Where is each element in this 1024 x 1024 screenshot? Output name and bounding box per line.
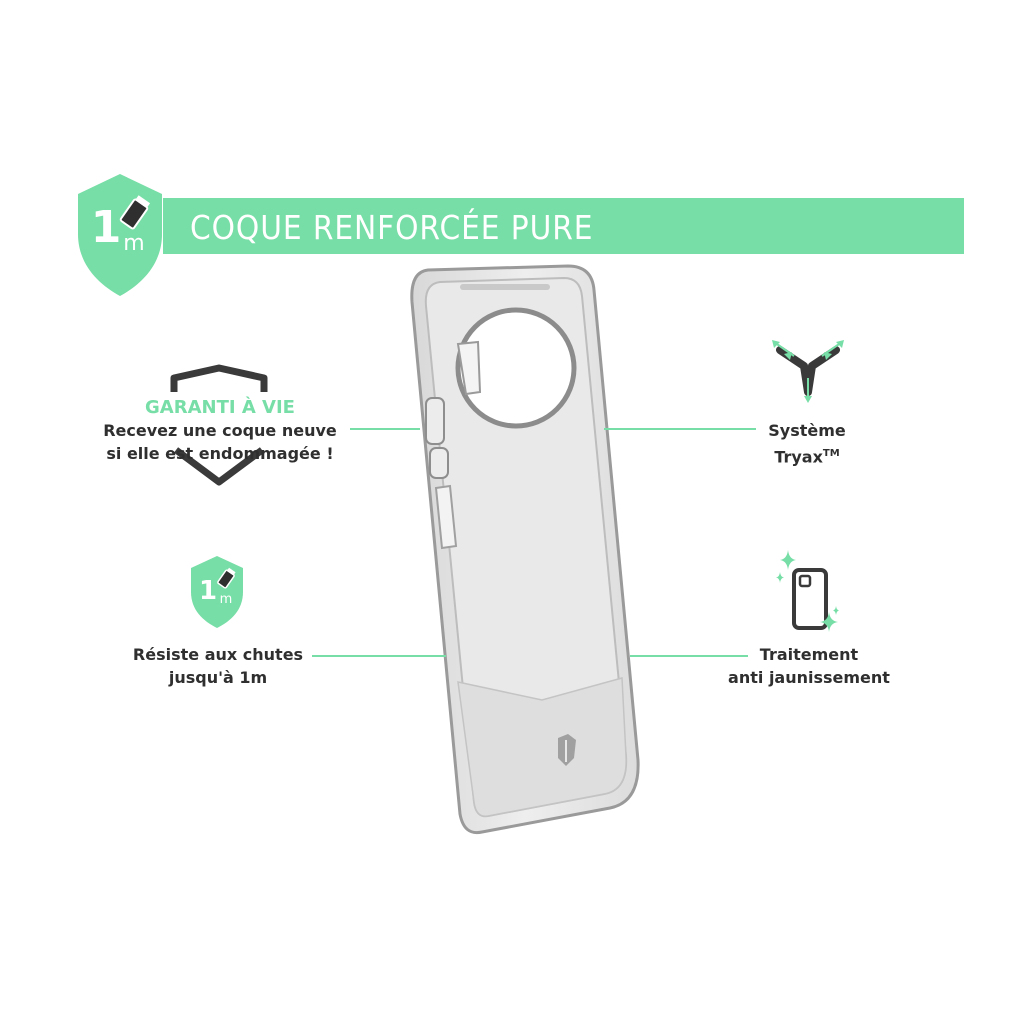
drop-feature: Résiste aux chutes jusqu'à 1m: [118, 643, 318, 689]
yellowing-feature: Traitement anti jaunissement: [718, 643, 900, 689]
connector-guarantee: [350, 428, 420, 430]
guarantee-shield-icon: [170, 364, 268, 486]
shield-number: 1: [91, 202, 122, 253]
phone-drop-icon: [119, 195, 151, 230]
connector-tryax: [604, 428, 756, 430]
guarantee-feature: GARANTI À VIE Recevez une coque neuve si…: [100, 396, 340, 465]
yellowing-line1: Traitement: [759, 645, 859, 664]
svg-text:1: 1: [199, 576, 217, 606]
guarantee-title: GARANTI À VIE: [145, 397, 295, 418]
drop-shield-icon: 1 m: [78, 174, 162, 296]
svg-text:m: m: [220, 592, 233, 607]
sparkle-icon: [776, 572, 784, 583]
sparkle-icon: [820, 612, 838, 632]
tryax-line1: Système: [768, 421, 846, 440]
drop-line2: jusqu'à 1m: [168, 668, 268, 687]
tryax-feature: Système TryaxTM: [747, 419, 867, 468]
anti-yellowing-icon: [776, 550, 839, 632]
shield-unit: m: [123, 231, 144, 256]
drop-line1: Résiste aux chutes: [132, 645, 304, 664]
drop-small-shield-icon: 1 m: [191, 556, 243, 628]
guarantee-line1: Recevez une coque neuve: [103, 421, 337, 440]
guarantee-line2: si elle est endommagée !: [106, 444, 334, 463]
connector-drop: [312, 655, 446, 657]
tryax-trademark: TM: [822, 448, 840, 459]
yellowing-line2: anti jaunissement: [728, 668, 890, 687]
header-banner: [163, 198, 964, 254]
tryax-icon: [772, 340, 844, 403]
connector-yellowing: [630, 655, 748, 657]
sparkle-icon: [780, 550, 796, 570]
banner-title: COQUE RENFORCÉE PURE: [190, 208, 594, 247]
sparkle-icon: [833, 606, 839, 615]
tryax-line2: Tryax: [774, 447, 823, 467]
phone-case-image: [410, 264, 640, 835]
